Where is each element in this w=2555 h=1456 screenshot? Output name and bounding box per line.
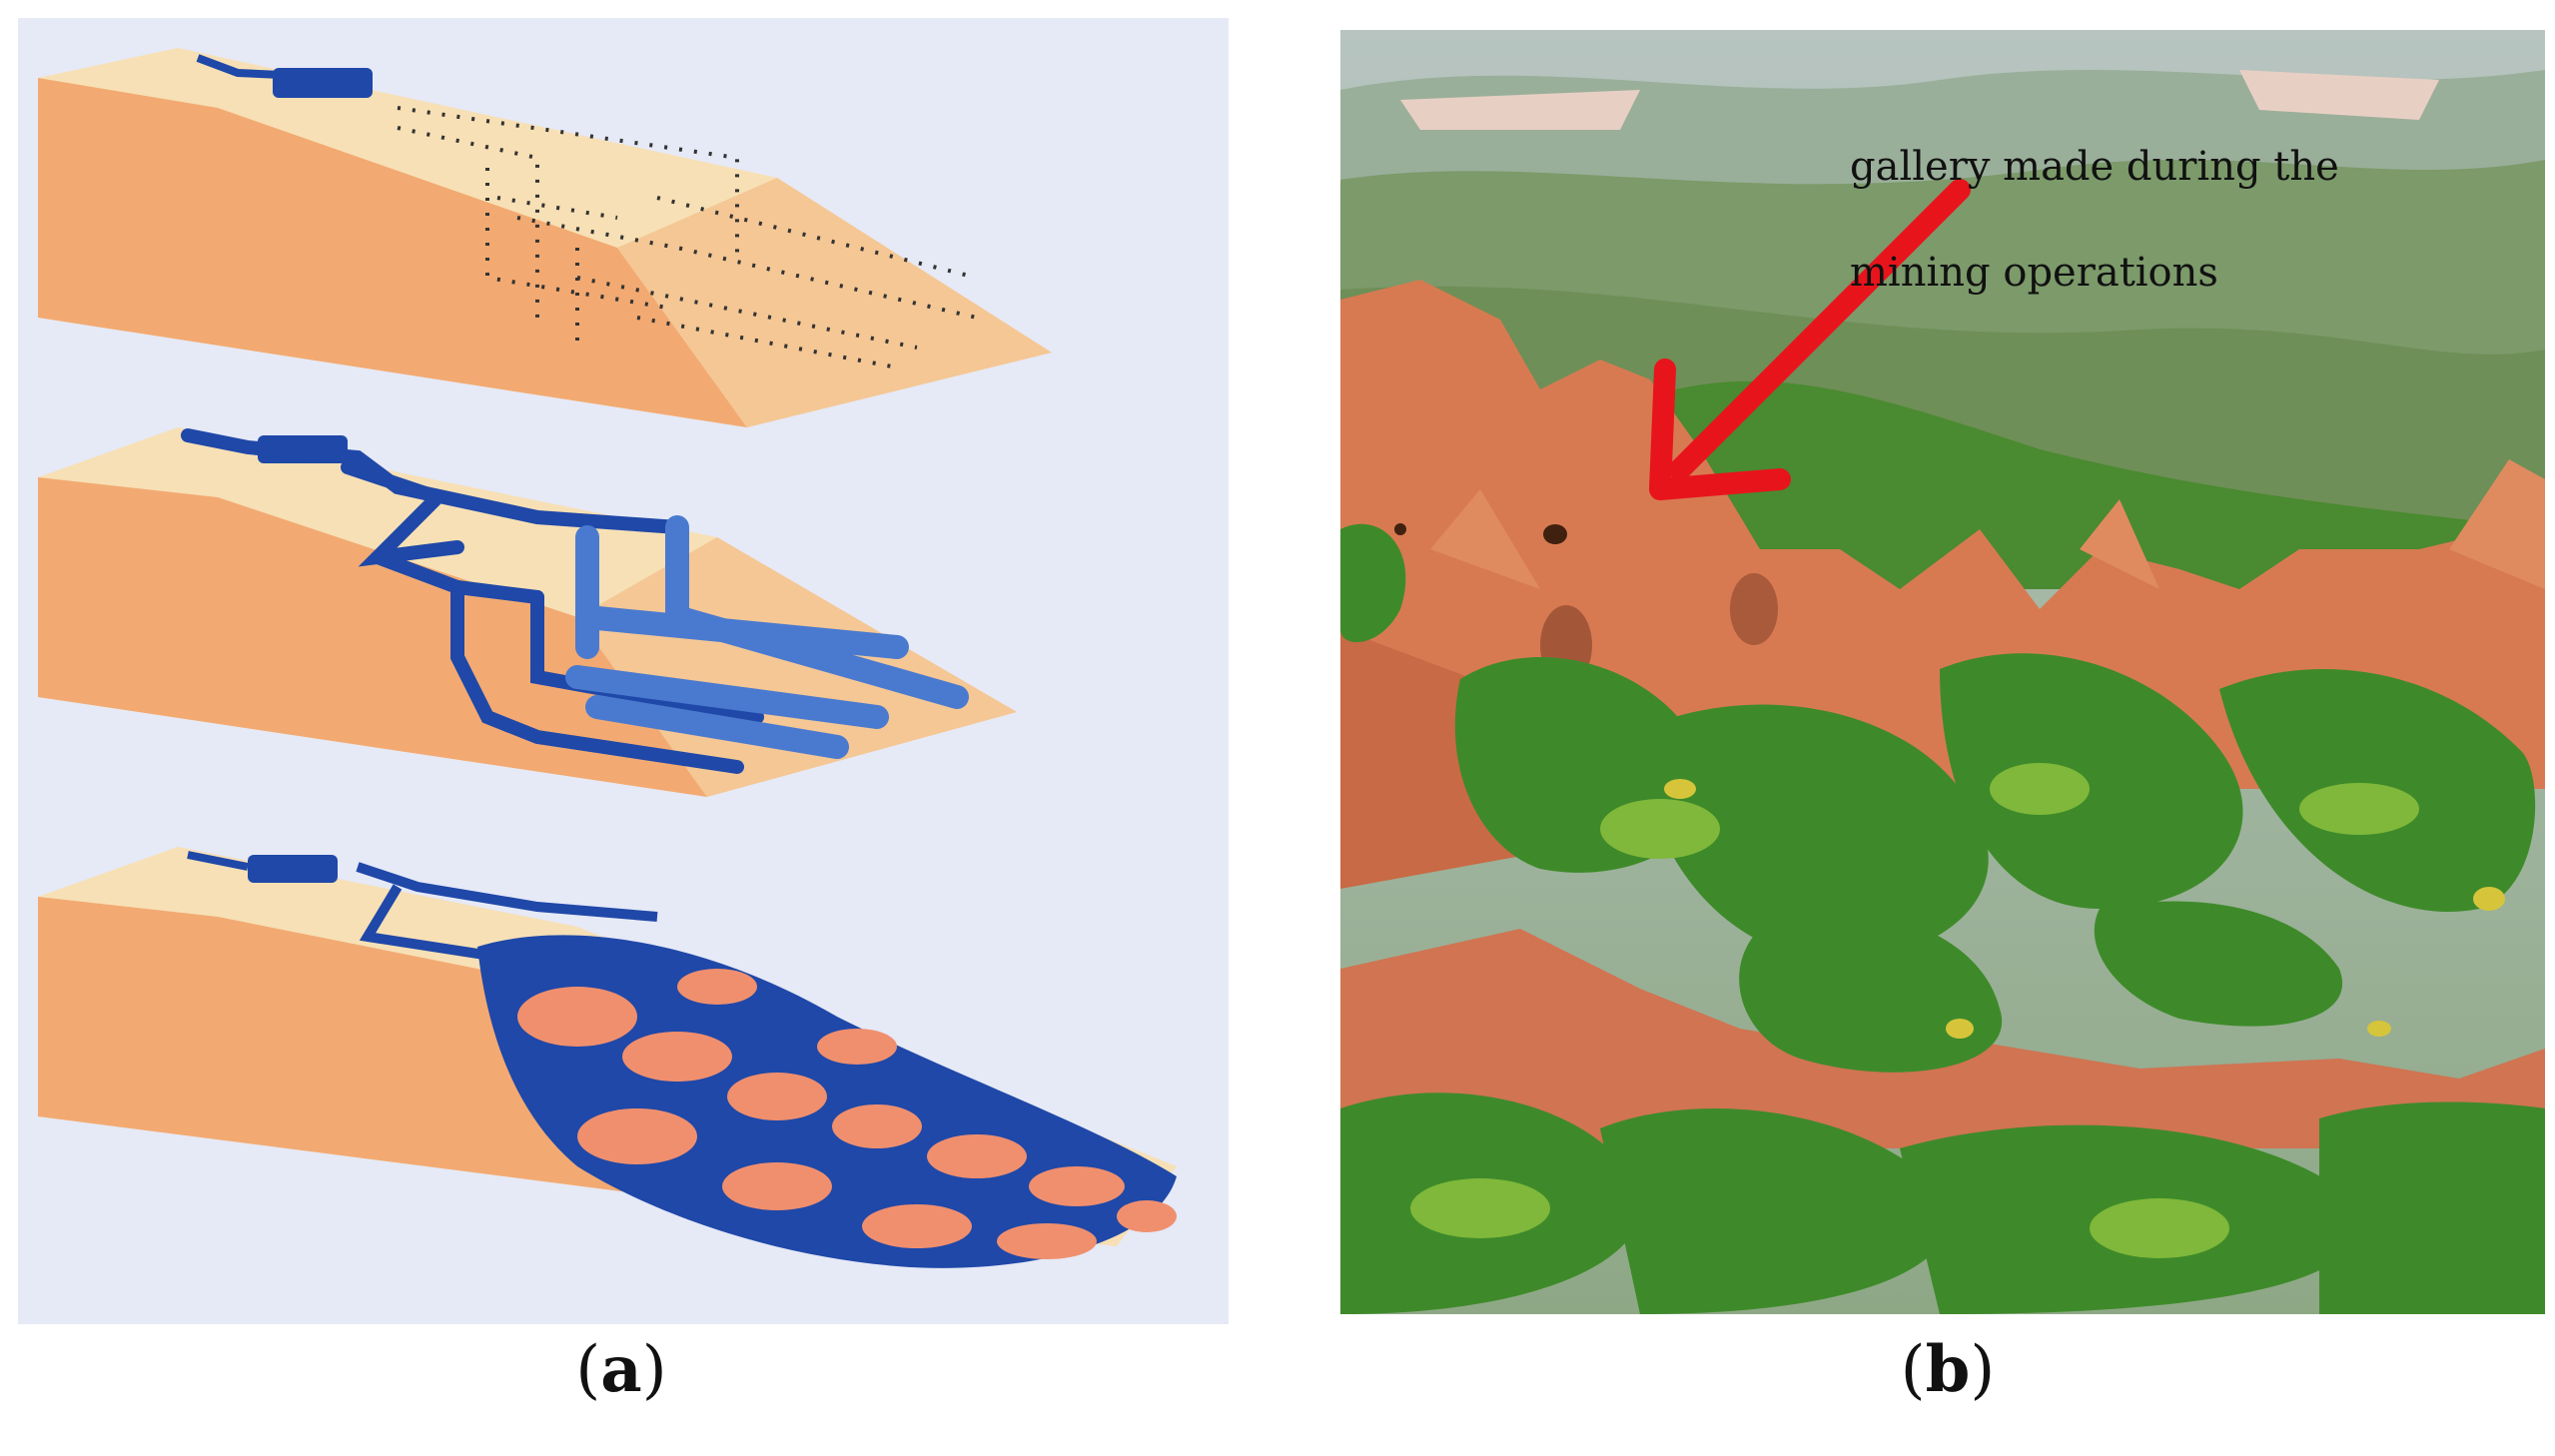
dotted-flooded-shafts — [565, 515, 969, 759]
caption-b: (b) — [1798, 1338, 2098, 1403]
caption-a-open: ( — [575, 1333, 601, 1407]
eroded-debris — [477, 935, 1177, 1268]
caption-a-letter: a — [600, 1332, 642, 1407]
red-clay-cliffs — [1340, 280, 2545, 1148]
diagram-panel-a — [18, 18, 1229, 1324]
red-arrow — [1649, 179, 1971, 500]
flooded-galleries — [181, 428, 764, 774]
annotation-line-1: gallery made during the — [1850, 144, 2339, 190]
arrow-head — [1649, 359, 1791, 500]
stage-2-block — [38, 427, 1017, 797]
dotted-galleries — [397, 106, 978, 369]
caption-b-letter: b — [1925, 1332, 1971, 1407]
water-reservoir — [273, 68, 373, 98]
photo-panel-b: gallery made during the mining operation… — [1340, 30, 2545, 1314]
caption-b-open: ( — [1900, 1333, 1926, 1407]
caption-a: (a) — [471, 1338, 771, 1403]
ruina-montium-diagram — [18, 18, 1229, 1324]
distant-clearing — [1400, 90, 1640, 130]
light-vegetation — [1410, 763, 2419, 1258]
annotation-line-2: mining operations — [1850, 250, 2218, 296]
stage-3-block — [38, 847, 1177, 1268]
caption-a-close: ) — [641, 1333, 667, 1407]
caption-b-close: ) — [1970, 1333, 1996, 1407]
gallery-opening — [1543, 524, 1567, 544]
las-medulas-photo: gallery made during the mining operation… — [1340, 30, 2545, 1314]
stage-1-block — [38, 48, 1052, 427]
ridge-vegetation — [1640, 380, 2545, 589]
yellow-shrubs — [1664, 779, 2505, 1039]
